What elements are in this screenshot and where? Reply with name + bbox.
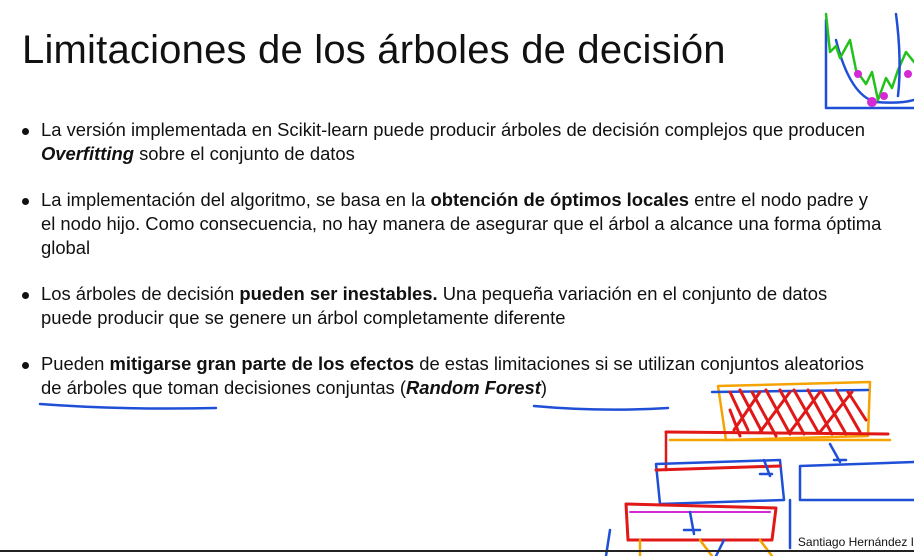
author-name: Santiago Hernández I (797, 535, 914, 549)
bullet-emphasis: mitigarse gran parte de los efectos (109, 353, 415, 374)
footer-divider (0, 550, 914, 552)
bullet-text: entre el nodo padre y el nodo hijo. Como… (41, 189, 882, 258)
bullet-text: Los árboles de decisión (41, 283, 240, 304)
forest-doodle (604, 380, 914, 556)
bullet-item-random-forest: Pueden mitigarse gran parte de los efect… (22, 352, 882, 400)
bullet-emphasis: Random Forest (405, 377, 541, 398)
underline-random-forest (532, 404, 670, 411)
bullet-item-unstable: Los árboles de decisión pueden ser inest… (22, 282, 882, 330)
bullet-list: La versión implementada en Scikit-learn … (22, 118, 882, 400)
bullet-emphasis: pueden ser inestables. (239, 283, 438, 304)
overfitting-sketch (824, 12, 914, 110)
underline-aleatorios (38, 402, 218, 410)
bullet-dot (22, 292, 29, 299)
slide-title: Limitaciones de los árboles de decisión (22, 28, 726, 72)
bullet-emphasis: Overfitting (41, 143, 134, 164)
bullet-text: La implementación del algoritmo, se basa… (41, 189, 431, 210)
bullet-dot (22, 128, 29, 135)
bullet-text: Una pequeña variación en el conjunto de … (41, 283, 828, 328)
bullet-text: Pueden (41, 353, 110, 374)
bullet-text: sobre el conjunto de datos (133, 143, 355, 164)
bullet-emphasis: obtención de óptimos locales (430, 189, 690, 210)
bullet-item-local-optima: La implementación del algoritmo, se basa… (22, 188, 882, 260)
bullet-text: ) (540, 377, 547, 398)
bullet-dot (22, 362, 29, 369)
bullet-dot (22, 198, 29, 205)
bullet-text: de estas limitaciones si se utilizan con… (41, 353, 864, 398)
bullet-text: La versión implementada en Scikit-learn … (41, 119, 865, 140)
bullet-item-overfitting: La versión implementada en Scikit-learn … (22, 118, 882, 166)
